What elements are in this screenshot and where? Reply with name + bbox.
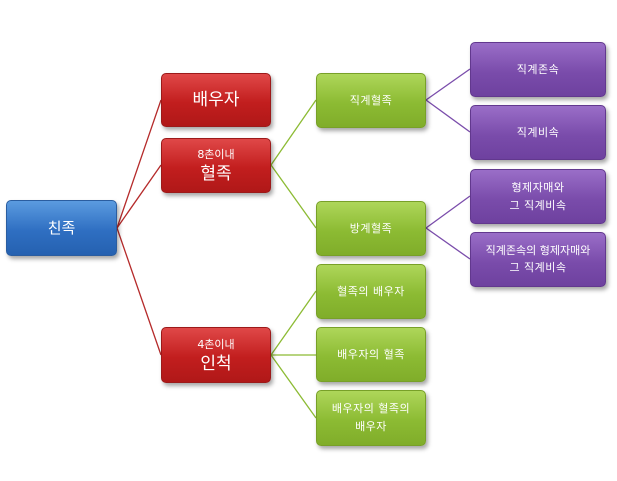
connector-root-blood <box>116 164 162 229</box>
node-label-line1: 배우자의 혈족의 <box>331 402 411 415</box>
node-blood-spouse: 혈족의 배우자 <box>316 264 426 319</box>
node-lineal-descendant: 직계비속 <box>470 105 606 160</box>
node-label: 혈족 <box>200 164 232 184</box>
connector-inlaw-bloodspouse <box>270 290 317 356</box>
node-spouse-blood-spouse: 배우자의 혈족의 배우자 <box>316 390 426 446</box>
node-label: 친족 <box>47 219 76 237</box>
connector-root-inlaw <box>116 227 162 356</box>
node-sublabel: 4촌이내 <box>197 337 235 351</box>
node-label-line2: 배우자 <box>355 420 387 433</box>
node-label: 직계혈족 <box>349 93 393 107</box>
connector-collateral-siblings <box>425 195 471 229</box>
node-label-line1: 직계존속의 형제자매와 <box>485 244 591 257</box>
node-label-line1: 형제자매와 <box>511 180 565 194</box>
node-collateral-blood: 방계혈족 <box>316 201 426 256</box>
node-sublabel: 8촌이내 <box>197 148 235 161</box>
node-label: 배우자의 혈족 <box>337 347 405 361</box>
node-label-line2: 그 직계비속 <box>509 261 567 274</box>
node-label: 배우자 <box>192 90 240 110</box>
node-spouse-blood: 배우자의 혈족 <box>316 327 426 382</box>
node-inlaws: 4촌이내 인척 <box>161 327 271 383</box>
node-blood-relatives: 8촌이내 혈족 <box>161 138 271 193</box>
node-label: 방계혈족 <box>349 221 393 235</box>
node-lineal-ascendant: 직계존속 <box>470 42 606 97</box>
connector-inlaw-spousebloodspouse <box>270 354 317 419</box>
connector-root-spouse <box>116 99 162 229</box>
connector-blood-lineal <box>270 99 317 166</box>
connector-blood-collateral <box>270 164 317 229</box>
node-root-kinship: 친족 <box>6 200 117 256</box>
node-label-line2: 그 직계비속 <box>509 198 567 212</box>
connector-lineal-descendant <box>425 99 471 133</box>
connector-lineal-ascendant <box>425 68 471 101</box>
node-label: 직계비속 <box>516 125 560 139</box>
node-label: 인척 <box>200 353 232 374</box>
node-spouse: 배우자 <box>161 73 271 127</box>
node-ascendant-siblings: 직계존속의 형제자매와 그 직계비속 <box>470 232 606 287</box>
node-siblings: 형제자매와 그 직계비속 <box>470 169 606 224</box>
connector-collateral-ascsiblings <box>425 227 471 260</box>
node-label: 혈족의 배우자 <box>337 284 405 298</box>
node-label: 직계존속 <box>516 62 560 76</box>
node-lineal-blood: 직계혈족 <box>316 73 426 128</box>
